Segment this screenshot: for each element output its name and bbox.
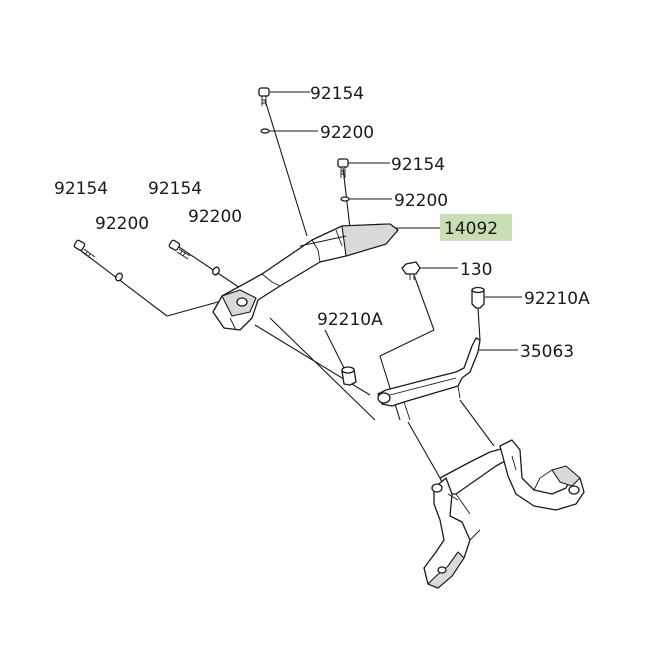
bracket-35063	[377, 337, 481, 421]
part-labels: 92154 92200 92154 92200 14092 130 92210A…	[54, 84, 590, 362]
screw-left-2	[168, 239, 191, 260]
washer-mid	[340, 196, 350, 202]
label-92200-mid: 92200	[394, 191, 448, 211]
label-92154-mid: 92154	[391, 155, 445, 175]
label-92200-top: 92200	[320, 123, 374, 143]
grab-rail-cover	[212, 223, 399, 331]
screw-left-1	[73, 239, 96, 261]
bolt-130	[401, 261, 421, 280]
collar-left	[341, 366, 357, 386]
label-92200-left-1: 92200	[95, 214, 149, 234]
label-92210a-right: 92210A	[524, 289, 590, 309]
label-14092: 14092	[444, 219, 498, 239]
frame-stay	[423, 439, 585, 589]
label-92154-left-2: 92154	[148, 179, 202, 199]
label-92200-left-2: 92200	[188, 207, 242, 227]
leader-lines	[79, 91, 522, 479]
washer-left-1	[115, 272, 123, 282]
label-35063: 35063	[520, 342, 574, 362]
washer-top	[260, 128, 270, 134]
label-92154-left-1: 92154	[54, 179, 108, 199]
label-130: 130	[460, 260, 492, 280]
screw-mid	[337, 158, 349, 178]
washer-left-2	[212, 266, 220, 276]
label-92154-top: 92154	[310, 84, 364, 104]
collar-right	[471, 286, 485, 309]
screw-top	[258, 87, 270, 106]
label-92210a-left: 92210A	[317, 310, 383, 330]
part-highlight	[440, 214, 512, 241]
